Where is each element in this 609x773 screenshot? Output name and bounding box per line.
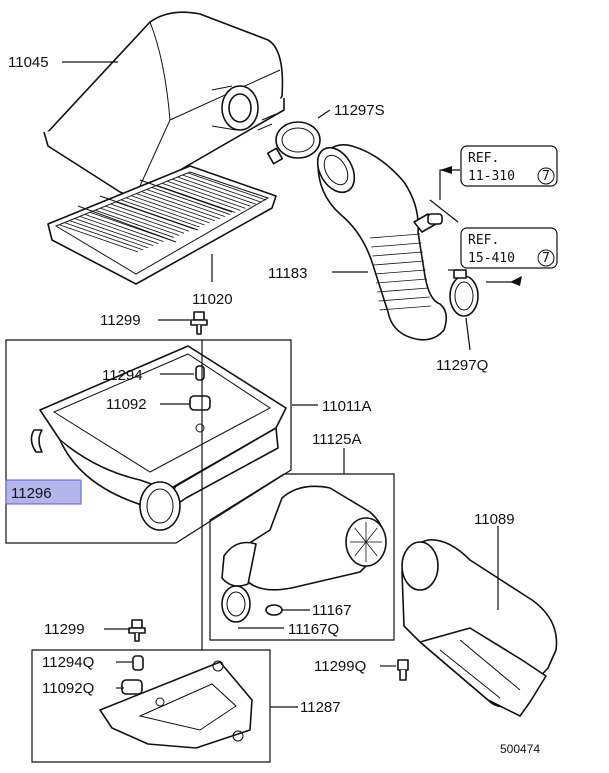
- label-11045[interactable]: 11045: [8, 54, 49, 71]
- ref-box-11-310-circle: 7: [542, 169, 550, 184]
- filter-pleat: [131, 195, 210, 224]
- ref-box-11-310-line2: 11-310: [468, 169, 515, 184]
- label-11297q[interactable]: 11297Q: [436, 357, 488, 374]
- filter-pleat: [167, 180, 246, 209]
- filter-pleat: [152, 187, 231, 215]
- resonator-duct: [221, 485, 387, 623]
- label-11294q[interactable]: 11294Q: [42, 654, 94, 671]
- label-11299-upper[interactable]: 11299: [100, 312, 141, 329]
- filter-pleat: [177, 176, 256, 205]
- filter-pleat: [85, 214, 164, 242]
- filter-pleat: [111, 203, 190, 232]
- filter-pleat: [187, 172, 267, 201]
- resonator-fin: [365, 527, 378, 543]
- air-cleaner-case: [39, 345, 287, 531]
- label-11089[interactable]: 11089: [474, 511, 515, 528]
- ref-arrow-upper: [440, 166, 452, 174]
- diagram-number: 500474: [500, 742, 540, 756]
- filter-pleat: [95, 210, 174, 238]
- hose-rib: [374, 269, 426, 275]
- label-11167[interactable]: 11167: [312, 602, 352, 619]
- ref-box-15-410[interactable]: REF. 15-410 7: [460, 227, 558, 269]
- filter-pleat: [80, 216, 159, 245]
- filter-pleat: [157, 185, 236, 213]
- filter-pleat: [141, 191, 221, 220]
- filter-pleat: [70, 220, 149, 249]
- hose-rib: [373, 260, 425, 266]
- highlight-11296[interactable]: [5, 479, 82, 505]
- ref-box-11-310[interactable]: REF. 11-310 7: [460, 145, 558, 187]
- ref-box-15-410-line2: 15-410: [468, 251, 515, 266]
- filter-pleat: [100, 207, 180, 236]
- label-11287[interactable]: 11287: [300, 699, 341, 716]
- filter-pleat: [172, 178, 251, 207]
- filter-pleat: [162, 183, 241, 211]
- filter-pleat: [105, 205, 185, 234]
- filter-pleat: [64, 222, 144, 251]
- intake-hose: [316, 144, 448, 341]
- filter-pleat: [136, 193, 215, 222]
- filter-pleat: [59, 224, 139, 253]
- hose-rib: [375, 278, 428, 284]
- ref-box-15-410-line1: REF.: [468, 233, 499, 248]
- label-11297s[interactable]: 11297S: [334, 102, 385, 119]
- filter-pleat: [182, 174, 262, 203]
- ref-box-11-310-line1: REF.: [468, 151, 499, 166]
- resonator-group-frame: [209, 473, 395, 641]
- air-filter-element: [47, 165, 277, 285]
- hose-clamp-lower: [449, 269, 479, 317]
- hose-rib: [379, 305, 432, 311]
- hose-rib: [371, 242, 422, 248]
- filter-pleat: [75, 218, 154, 247]
- label-11167q[interactable]: 11167Q: [288, 621, 339, 638]
- label-11183[interactable]: 11183: [268, 265, 308, 282]
- label-11020[interactable]: 11020: [192, 291, 233, 308]
- resonator-fin: [354, 527, 367, 543]
- ref-arrow-lower: [510, 276, 522, 286]
- filter-pleat: [146, 189, 226, 218]
- resonator-fin: [365, 541, 378, 557]
- bolt-11299q: [397, 659, 409, 681]
- hose-rib: [377, 287, 429, 293]
- hose-rib: [369, 233, 421, 239]
- label-11299q[interactable]: 11299Q: [314, 658, 366, 675]
- filter-pleat: [121, 199, 200, 228]
- label-11294[interactable]: 11294: [102, 367, 143, 384]
- ref-box-15-410-circle: 7: [542, 251, 550, 266]
- label-11092q[interactable]: 11092Q: [42, 680, 94, 697]
- case-clip: [30, 429, 43, 453]
- resonator-fin: [354, 541, 367, 557]
- bolt-lower: [128, 619, 146, 642]
- label-11092[interactable]: 11092: [106, 396, 147, 413]
- air-duct: [401, 539, 558, 717]
- hose-clamp-upper: [266, 121, 321, 165]
- bolt-upper: [190, 311, 208, 335]
- label-11011a[interactable]: 11011A: [322, 398, 372, 415]
- filter-pleat: [126, 197, 205, 226]
- label-11125a[interactable]: 11125A: [312, 431, 362, 448]
- mounting-bracket: [99, 655, 253, 749]
- label-11296[interactable]: 11296: [11, 485, 52, 502]
- hose-rib: [378, 296, 430, 302]
- label-11299-lower[interactable]: 11299: [44, 621, 85, 638]
- bracket-group-frame: [31, 649, 271, 763]
- air-cleaner-cover: [43, 11, 285, 196]
- hose-rib: [372, 251, 423, 257]
- case-group-frame: [5, 339, 292, 544]
